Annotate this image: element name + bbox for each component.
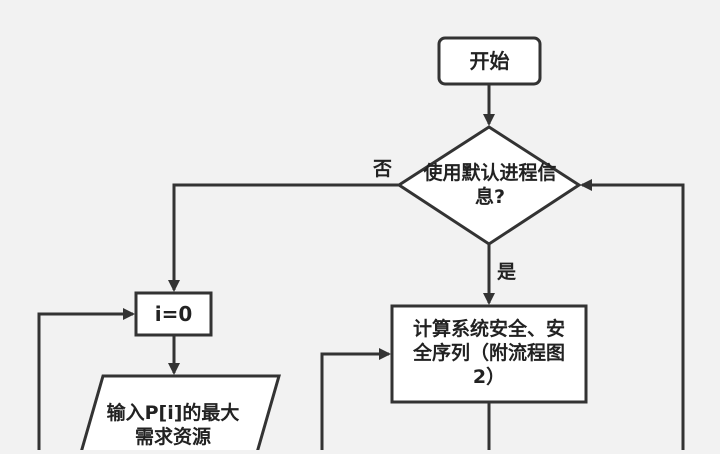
init-i-node [134, 291, 213, 337]
edge-loop-to-compute [320, 348, 391, 450]
compute-node [390, 304, 588, 404]
edge-loop-to-decision [580, 179, 685, 450]
decision-label: 使用默认进程信息? [423, 162, 557, 208]
edge-loop-to-init [37, 308, 135, 450]
edge-label-no: 否 [373, 158, 393, 180]
edge-label-yes: 是 [497, 261, 517, 283]
input-max-label: 输入P[i]的最大需求资源 [106, 402, 240, 448]
start-label: 开始 [469, 48, 510, 73]
input-max-node [80, 374, 281, 450]
compute-label: 计算系统安全、安全序列（附流程图2） [412, 318, 565, 388]
edge-decision-no [168, 183, 399, 292]
init-i-label: i=0 [154, 301, 193, 326]
